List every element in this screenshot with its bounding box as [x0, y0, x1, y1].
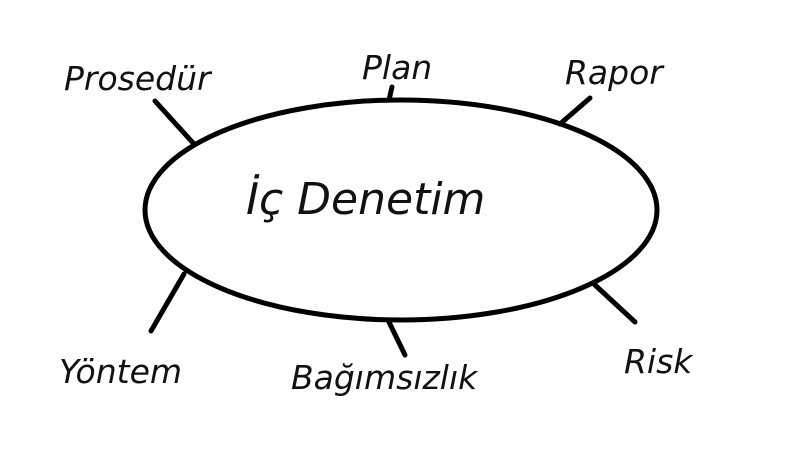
center-ellipse	[142, 97, 660, 323]
branch-label-prosedur: Prosedür	[64, 59, 211, 98]
center-node-label: İç Denetim	[246, 174, 486, 225]
branch-label-yontem: Yöntem	[59, 352, 183, 391]
branch-label-risk: Risk	[624, 342, 693, 381]
branch-label-rapor: Rapor	[565, 53, 663, 92]
branch-label-bagimsizlik: Bağımsızlık	[291, 358, 478, 397]
connector-yontem	[148, 271, 187, 334]
connector-rapor	[557, 95, 593, 127]
connector-prosedur	[152, 98, 197, 147]
connector-bagimsizlik	[385, 317, 408, 358]
branch-label-plan: Plan	[362, 48, 433, 87]
connector-plan	[386, 84, 395, 103]
connector-risk	[592, 282, 638, 325]
